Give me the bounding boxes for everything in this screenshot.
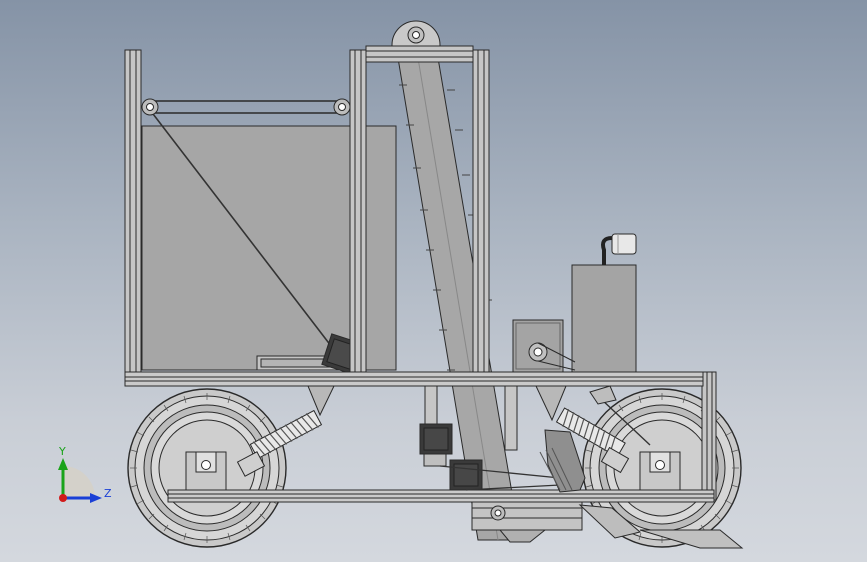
lower-motors bbox=[419, 423, 561, 491]
z-axis-label: Z bbox=[104, 487, 112, 500]
z-axis-arrow-icon bbox=[90, 493, 102, 503]
axis-triad: Y Z bbox=[58, 445, 112, 503]
suspension-brackets bbox=[307, 385, 567, 422]
y-axis-arrow-icon bbox=[58, 458, 68, 470]
x-axis-origin-icon bbox=[59, 494, 67, 502]
y-axis-label: Y bbox=[58, 445, 66, 458]
rear-spring bbox=[236, 409, 323, 477]
main-frame-rail bbox=[124, 371, 715, 503]
frame-posts bbox=[124, 45, 717, 501]
metering-unit bbox=[539, 385, 617, 493]
control-box bbox=[571, 233, 637, 373]
rear-wheel bbox=[127, 388, 287, 548]
drive-motor bbox=[512, 319, 576, 373]
front-spring bbox=[555, 397, 651, 474]
furrow-opener bbox=[471, 501, 744, 549]
